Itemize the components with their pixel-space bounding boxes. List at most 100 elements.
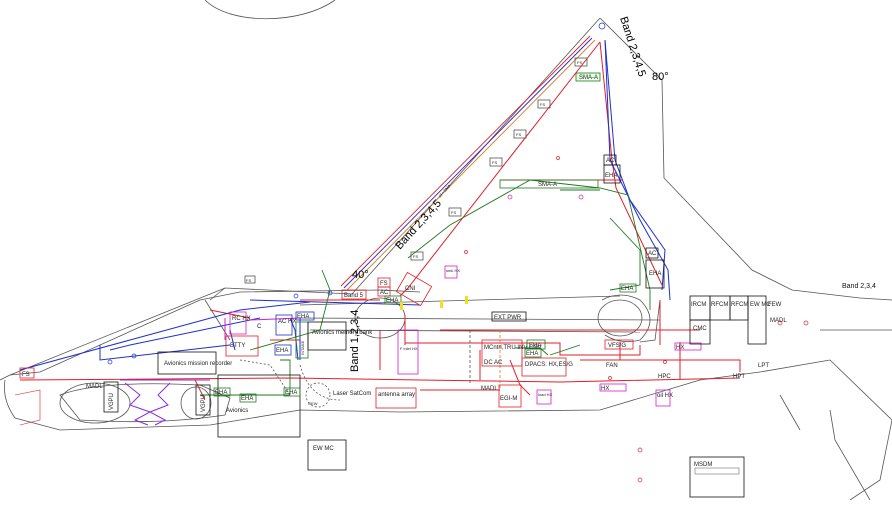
cni-label: CNI xyxy=(405,286,416,292)
fs-box xyxy=(410,251,424,261)
ew-mc-box xyxy=(747,295,767,345)
fs-label: FS xyxy=(540,102,545,107)
vgpu-box xyxy=(103,381,119,413)
vgpu-label: VGPU xyxy=(109,393,115,410)
purple-lines xyxy=(120,317,301,426)
eha-box xyxy=(524,348,542,358)
vgpu-label: VGPU xyxy=(201,395,207,412)
oil-hx-label: oil HX xyxy=(657,393,673,399)
detached-boxes: EW MC MSDM xyxy=(307,439,745,498)
hx-gtsw2-box xyxy=(599,383,627,392)
marker-circle xyxy=(637,447,643,453)
hx-gtsw-box xyxy=(674,342,702,351)
rfcm-label: RFCM xyxy=(711,302,728,308)
avionics-box xyxy=(217,374,301,438)
fs-box xyxy=(19,367,35,379)
c-label: C xyxy=(257,324,262,330)
ac-label: AC xyxy=(380,290,389,296)
fs-boxes: FS FS FS FS FS FS FS FS FS xyxy=(19,57,588,379)
avionics-recorder-box xyxy=(157,351,217,375)
few-label: FEW xyxy=(768,302,782,308)
marker-circle xyxy=(578,194,584,200)
fs-label: FS xyxy=(22,372,30,378)
vgpu-box xyxy=(195,384,211,416)
eha-box xyxy=(283,387,301,397)
marker-circle xyxy=(507,194,513,200)
ircm-label: IRCM xyxy=(691,302,706,308)
eha-label: EHA xyxy=(605,173,617,179)
central-bay-box xyxy=(397,329,419,375)
eha-label: EHA xyxy=(526,351,538,357)
central-systems: MCntrl,TRU INV CNV DC AC EHA EHA DPACS: … xyxy=(481,339,769,407)
fs-box xyxy=(574,57,588,67)
band-lower-label: Band 1,2,3,4 xyxy=(349,310,361,372)
mcntl-box xyxy=(481,339,523,367)
hx-gtsw2-label: HX xyxy=(601,386,609,392)
marker-circle xyxy=(464,250,468,254)
vfs-g-box xyxy=(604,339,634,350)
ac-box xyxy=(645,247,659,259)
btty-label: BTTY xyxy=(230,343,245,349)
eha-box xyxy=(384,295,402,305)
band-right-label: Band 2,3,4 xyxy=(842,283,876,290)
smk-hx-box xyxy=(444,265,458,279)
marker-circle xyxy=(598,22,606,30)
upper-fuselage-components: Band 5 AC EHA CNI smk HX EXT PWR EHA F i… xyxy=(295,265,527,375)
eha-label: EHA xyxy=(215,390,227,396)
avionics-mem-label: Avionics memory bank xyxy=(312,330,373,336)
fs-box xyxy=(489,157,503,167)
marker-circle xyxy=(107,359,113,365)
eha-label: EHA xyxy=(285,390,297,396)
angle-80-label: 80° xyxy=(652,71,669,83)
marker-circle xyxy=(803,320,809,326)
marker-circle xyxy=(327,290,333,296)
load-hx-label: load HX xyxy=(538,392,553,397)
band5-label: Band 5 xyxy=(344,293,364,299)
hpc-label: HPC xyxy=(658,374,671,380)
rfcm-box xyxy=(729,295,749,321)
fs-label: FS xyxy=(246,278,251,283)
eha-label: EHA xyxy=(386,298,398,304)
eha-label: EHA xyxy=(529,343,541,349)
sma-a-mid-box xyxy=(499,179,599,189)
msdm-label: MSDM xyxy=(694,462,712,468)
marker-circle xyxy=(777,320,783,326)
fs-box xyxy=(513,129,527,139)
eha-box xyxy=(645,259,665,289)
marker-circle xyxy=(663,360,667,364)
fs-label: FS xyxy=(380,281,388,287)
madl-left-label: MADL xyxy=(86,384,103,390)
madl-center-label: MADL xyxy=(481,386,498,392)
eha-box xyxy=(213,387,231,397)
eha-label: EHA xyxy=(621,286,633,292)
msdm-inner-box xyxy=(694,467,740,475)
eha-box xyxy=(274,344,292,356)
f-inlet-hx-label: F inlet HX xyxy=(400,346,418,351)
btty-box xyxy=(225,335,259,357)
marker-circle xyxy=(637,477,643,483)
ircm-box xyxy=(689,295,711,321)
load-hx-box xyxy=(536,389,552,405)
fs-label: FS xyxy=(492,160,497,165)
markers xyxy=(107,22,809,483)
ext-pwr-label: EXT PWR xyxy=(494,315,522,321)
ac-label: AC xyxy=(606,158,615,164)
fs-label: FS xyxy=(413,254,418,259)
hx-gtsw-label: HX xyxy=(676,345,684,351)
dpacs-label: DPACS: HX,ES/G xyxy=(525,362,573,368)
fs-label: FS xyxy=(577,60,582,65)
antenna-array-label: antenna array xyxy=(378,392,415,398)
eha-box xyxy=(619,283,637,293)
yellow-marker xyxy=(400,302,403,310)
cmc-label: CMC xyxy=(693,326,707,332)
marker-circle xyxy=(608,376,612,380)
red-power-lines xyxy=(19,41,741,401)
fs-box xyxy=(448,207,462,217)
eha-box xyxy=(295,311,315,321)
oil-hx-box xyxy=(655,389,671,407)
sma-a-top-label: SMA-A xyxy=(579,75,598,81)
hpt-label: HPT xyxy=(733,374,745,380)
lpt-label: LPT xyxy=(758,363,769,369)
fs-label: FS xyxy=(516,132,521,137)
